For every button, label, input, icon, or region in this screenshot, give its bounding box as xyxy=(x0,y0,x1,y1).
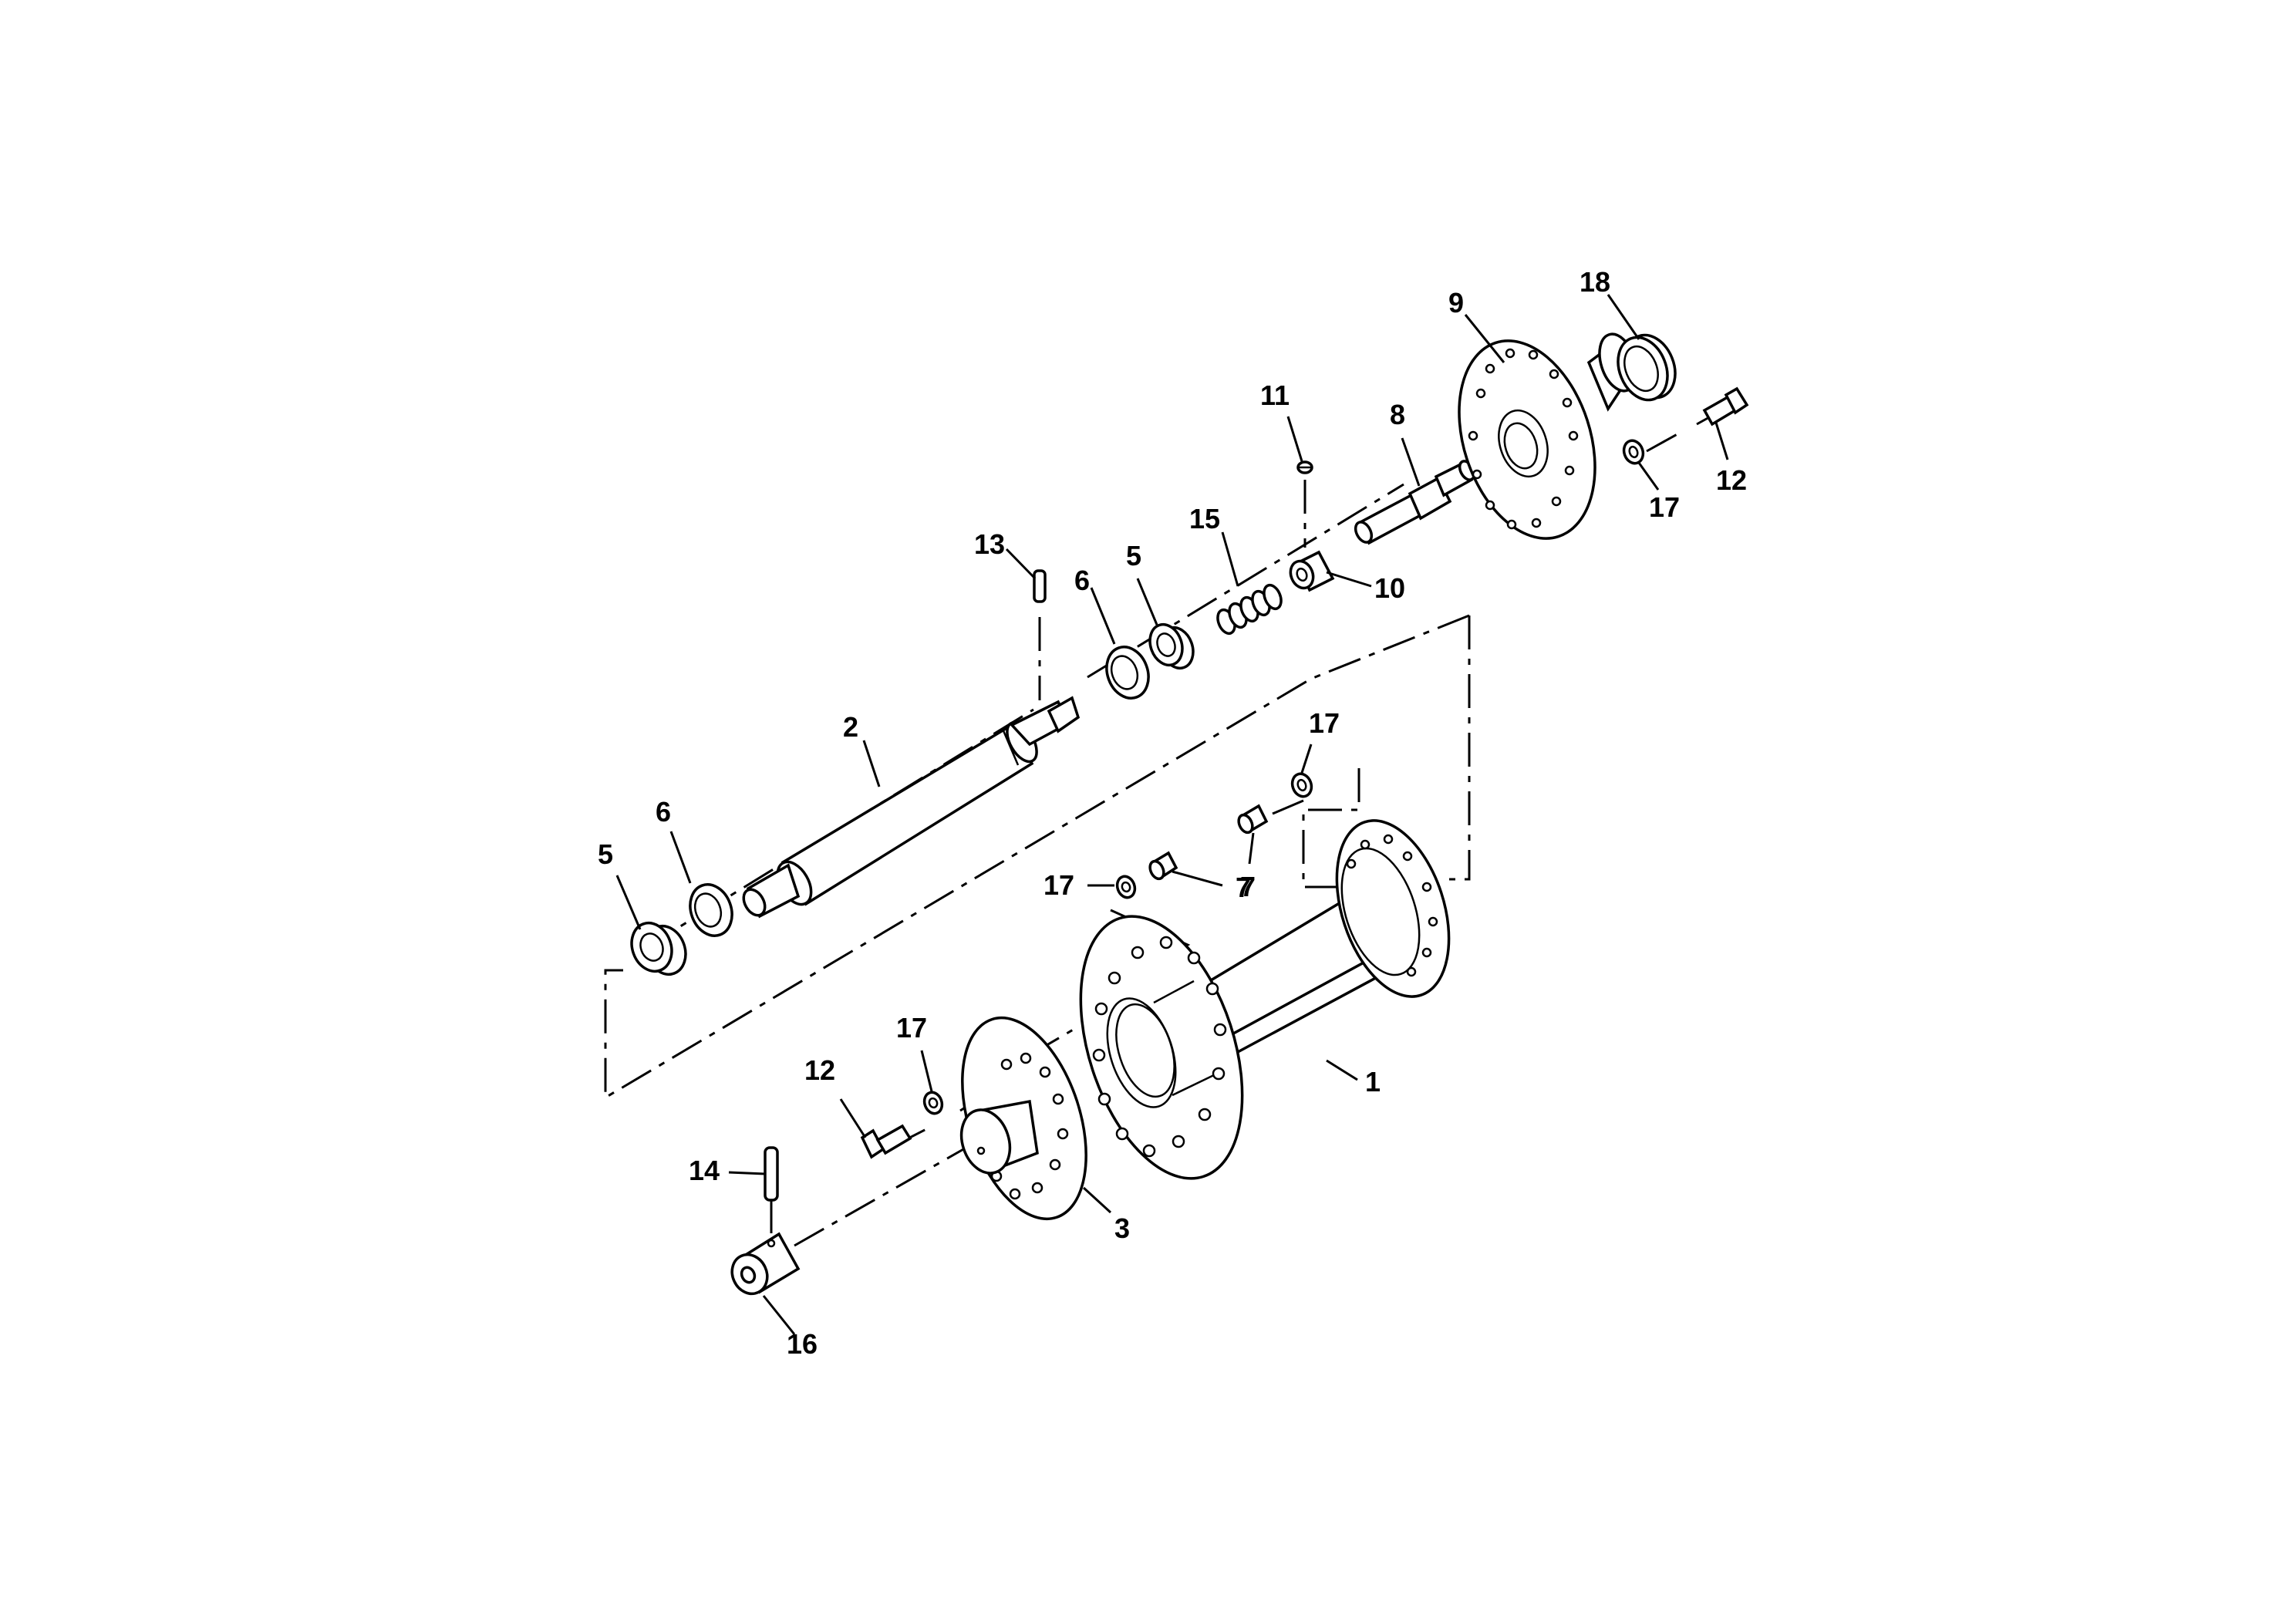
part-5-bearing-left xyxy=(630,921,687,976)
callout-7-lower: 7 xyxy=(1236,872,1251,903)
callout-16: 16 xyxy=(787,1328,818,1360)
callout-14: 14 xyxy=(689,1155,720,1186)
part-16-pivot-pin xyxy=(730,1232,801,1296)
part-1-tube-assembly xyxy=(1079,819,1451,1180)
part-11-pin xyxy=(1296,460,1313,474)
part-3-flange-hub xyxy=(959,1016,1087,1221)
leader-lines xyxy=(615,294,1729,1335)
callout-12-left: 12 xyxy=(804,1054,835,1086)
callout-3: 3 xyxy=(1114,1212,1130,1244)
callout-5-left: 5 xyxy=(598,838,613,870)
callout-17-middle: 17 xyxy=(1043,869,1074,901)
part-15-spring xyxy=(1216,583,1283,636)
part-9-flange-holes xyxy=(1468,348,1579,530)
part-18-seal xyxy=(1617,333,1677,402)
part-9-hub-flange xyxy=(1458,332,1638,540)
callout-5-right: 5 xyxy=(1126,540,1141,572)
part-17-washer-upper xyxy=(1290,772,1313,798)
part-6-seal-left xyxy=(689,883,733,937)
callout-17-right: 17 xyxy=(1649,491,1680,523)
part-1-rear-flange-holes xyxy=(1346,834,1438,977)
part-13-dowel-pin xyxy=(1033,569,1047,603)
part-7-grease-fitting-upper xyxy=(1237,804,1269,835)
callout-7-upper: 7 xyxy=(1240,871,1256,902)
part-7-grease-fitting-lower xyxy=(1148,851,1178,881)
part-10-collar xyxy=(1289,550,1335,592)
part-12-bolt-left xyxy=(860,1124,912,1159)
callout-12-right: 12 xyxy=(1716,464,1747,496)
part-5-bearing-right xyxy=(1148,622,1195,670)
callout-labels: 1 2 3 5 5 6 6 7 7 8 9 10 11 12 12 13 14 … xyxy=(598,266,1747,1360)
callout-2: 2 xyxy=(843,711,858,743)
part-12-bolt-right xyxy=(1702,386,1749,427)
part-2-shaft xyxy=(742,696,1081,919)
callout-6-right: 6 xyxy=(1074,565,1090,596)
part-14-pin xyxy=(764,1146,779,1202)
callout-15: 15 xyxy=(1189,503,1220,534)
part-17-washer-right xyxy=(1622,439,1645,465)
callout-11: 11 xyxy=(1260,379,1290,411)
callout-6-left: 6 xyxy=(656,796,671,828)
callout-17-upper: 17 xyxy=(1309,707,1340,739)
part-17-washer-lower xyxy=(922,1091,944,1115)
callout-10: 10 xyxy=(1374,572,1405,604)
part-1-front-flange-holes xyxy=(1092,936,1227,1158)
callout-9: 9 xyxy=(1448,287,1464,319)
part-6-seal-right xyxy=(1105,646,1150,700)
callout-18: 18 xyxy=(1580,266,1610,298)
callout-13: 13 xyxy=(974,528,1005,560)
part-17-washer-middle xyxy=(1115,875,1137,899)
callout-17-lower: 17 xyxy=(896,1012,927,1044)
callout-1: 1 xyxy=(1365,1066,1381,1098)
callout-8: 8 xyxy=(1390,399,1405,430)
